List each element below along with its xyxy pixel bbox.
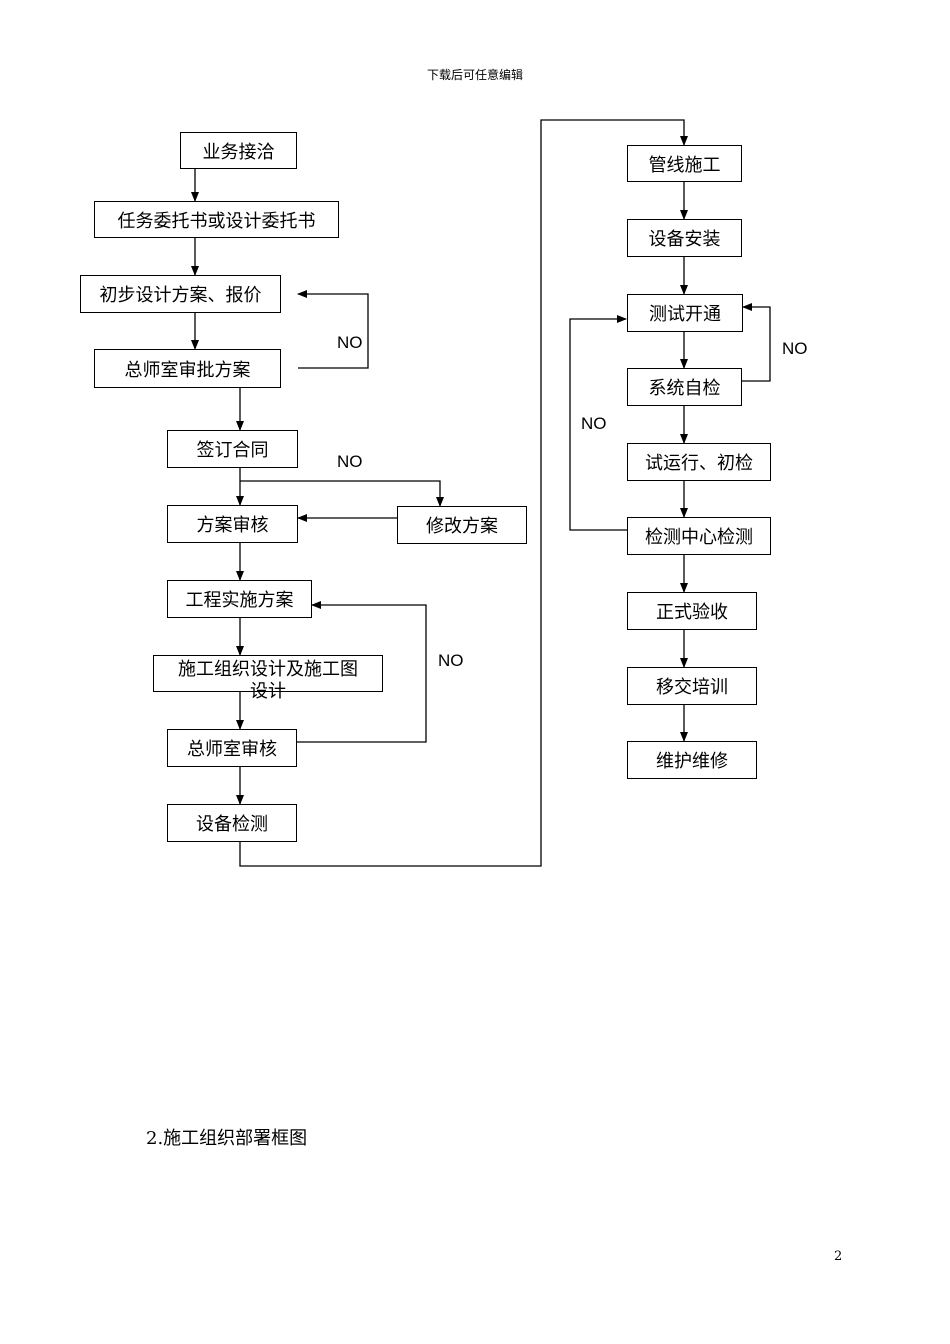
flow-box-commission-letter: 任务委托书或设计委托书: [94, 201, 339, 238]
flow-box-business-contact: 业务接洽: [180, 132, 297, 169]
flow-box-self-check: 系统自检: [627, 368, 742, 406]
branch-to-b7: [240, 480, 444, 507]
flow-box-plan-review: 方案审核: [167, 505, 298, 543]
flow-box-trial-run: 试运行、初检: [627, 443, 771, 481]
flow-box-center-inspection: 检测中心检测: [627, 517, 771, 555]
flow-box-equipment-install: 设备安装: [627, 219, 742, 257]
flow-box-handover-training: 移交培训: [627, 667, 757, 705]
loop-b10-b8: [297, 601, 427, 743]
flow-box-pipeline-construction: 管线施工: [627, 145, 742, 182]
flow-box-preliminary-design: 初步设计方案、报价: [80, 275, 281, 313]
page-header: 下载后可任意编辑: [426, 68, 523, 82]
section-title: 2.施工组织部署框图: [146, 1128, 308, 1149]
no-label-review-loop: NO: [438, 651, 464, 670]
page-number: 2: [834, 1249, 843, 1264]
loop-r6-r3: [569, 315, 627, 531]
flow-box-modify-plan: 修改方案: [397, 506, 527, 544]
connector-b11-r1: [239, 119, 688, 867]
flow-box-construction-design: 施工组织设计及施工图设计: [153, 655, 383, 702]
loop-b4-b3: [297, 290, 369, 369]
flow-box-maintenance: 维护维修: [627, 741, 757, 779]
flow-box-chief-approval: 总师室审批方案: [94, 349, 281, 388]
flow-box-formal-acceptance: 正式验收: [627, 592, 757, 630]
loop-r4-r3: [742, 303, 771, 382]
flow-box-implementation-plan: 工程实施方案: [167, 580, 312, 618]
flow-box-test-commission: 测试开通: [627, 294, 743, 332]
no-label-selfcheck-loop: NO: [782, 339, 808, 358]
no-label-approval-loop: NO: [337, 333, 363, 352]
no-label-modify-branch: NO: [337, 452, 363, 471]
flow-box-equipment-test: 设备检测: [167, 804, 297, 842]
flow-box-sign-contract: 签订合同: [167, 430, 298, 468]
flow-box-chief-review: 总师室审核: [167, 729, 297, 767]
no-label-inspection-loop: NO: [581, 414, 607, 433]
